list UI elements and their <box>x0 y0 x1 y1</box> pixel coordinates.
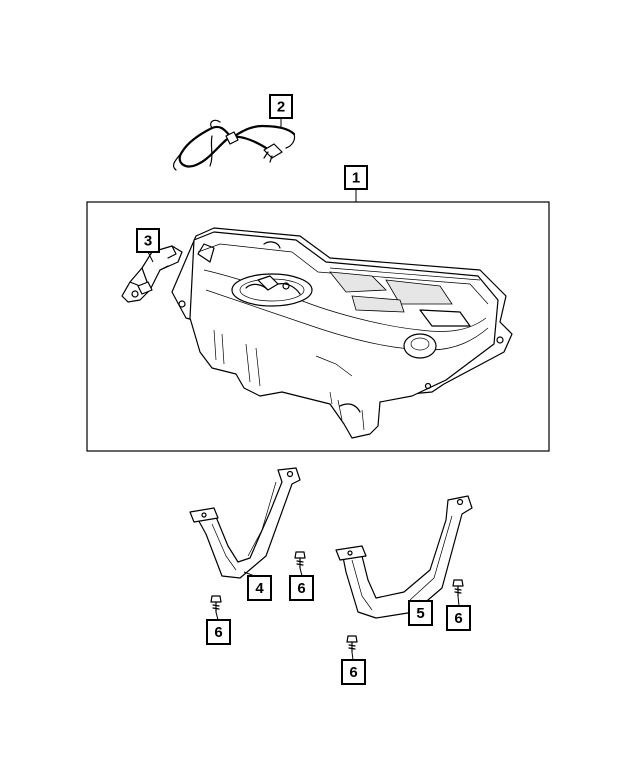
leader-6c <box>457 595 460 607</box>
callout-5-label: 5 <box>416 605 424 622</box>
part-5-strap <box>335 495 473 619</box>
callout-1: 1 <box>344 165 368 190</box>
callout-3-label: 3 <box>144 233 152 250</box>
callout-6c-label: 6 <box>454 610 462 627</box>
callout-6d: 6 <box>341 659 366 685</box>
leader-3 <box>147 251 154 263</box>
part-1-fuel-tank <box>171 227 513 439</box>
leader-6a <box>299 567 303 577</box>
callout-2-label: 2 <box>277 99 285 116</box>
callout-4: 4 <box>247 575 272 601</box>
leader-6b <box>215 611 219 621</box>
assembly-frame <box>86 201 550 452</box>
part-6-bolt-c <box>452 579 464 597</box>
part-6-bolt-d <box>346 635 358 653</box>
callout-6d-label: 6 <box>349 664 357 681</box>
callout-1-label: 1 <box>352 170 360 187</box>
callout-6c: 6 <box>446 605 471 631</box>
part-6-bolt-a <box>294 551 306 569</box>
callout-2: 2 <box>269 94 293 119</box>
callout-6b-label: 6 <box>214 624 222 641</box>
callout-6a: 6 <box>289 575 314 601</box>
callout-6b: 6 <box>206 619 231 645</box>
callout-3: 3 <box>136 228 160 253</box>
part-3-bracket <box>121 245 183 303</box>
callout-5: 5 <box>408 600 433 626</box>
part-4-strap <box>189 467 301 579</box>
part-2-hose <box>172 119 296 171</box>
callout-4-label: 4 <box>255 580 264 597</box>
callout-6a-label: 6 <box>297 580 305 597</box>
leader-6d <box>351 651 354 661</box>
part-6-bolt-b <box>210 595 222 613</box>
